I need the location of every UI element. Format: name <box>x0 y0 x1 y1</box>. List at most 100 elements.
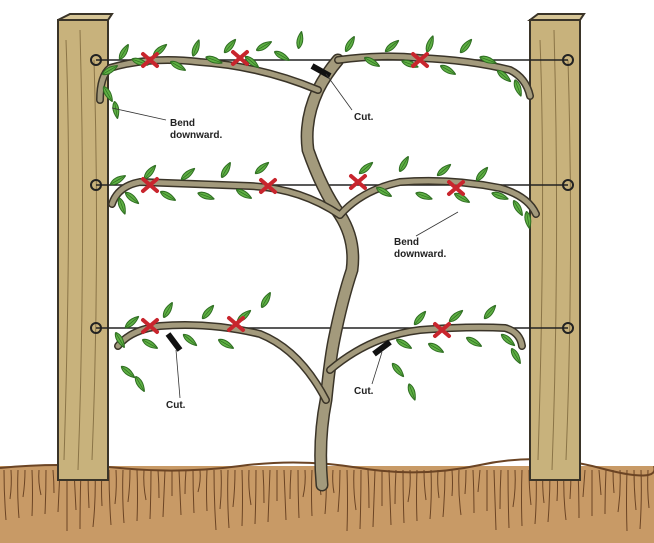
soil-root-line <box>44 469 47 515</box>
leaf-icon <box>405 382 419 402</box>
leaf-icon <box>423 34 437 54</box>
soil-root-line <box>633 469 637 511</box>
soil-root-line <box>213 469 217 531</box>
soil-root-line <box>402 469 405 524</box>
bend-label-middle: Bend downward. <box>394 237 446 260</box>
soil-root-line <box>458 469 462 516</box>
soil-root-line <box>254 469 257 525</box>
soil-root-line <box>114 469 117 505</box>
soil-root-line <box>17 469 20 519</box>
soil-root-line <box>332 469 335 494</box>
soil-root-line <box>337 469 341 513</box>
leaf-icon <box>394 336 414 352</box>
soil-root-line <box>297 469 300 519</box>
soil-root-line <box>38 469 42 496</box>
tree-branch <box>114 321 330 404</box>
soil-root-line <box>31 469 33 517</box>
soil-root-line <box>367 469 370 509</box>
soil-root-line <box>512 469 516 508</box>
soil-root-line <box>311 469 313 517</box>
soil-root-line <box>219 469 222 510</box>
soil-root-line <box>423 469 427 501</box>
leaf-icon <box>389 360 407 380</box>
leaf-icon <box>189 38 203 58</box>
soil-root-line <box>451 469 453 497</box>
tree-branch <box>327 324 525 373</box>
cut-label-bottom-left: Cut. <box>166 400 186 411</box>
soil-root-line <box>52 469 55 494</box>
soil-root-line <box>472 469 475 514</box>
soil-root-line <box>149 469 152 520</box>
leaf-icon <box>295 30 305 50</box>
soil-root-line <box>612 469 615 494</box>
soil-root-line <box>372 469 376 528</box>
leaf-icon <box>426 340 446 356</box>
leaf-icon <box>115 196 129 216</box>
soil-root-line <box>197 469 201 493</box>
red-tie-icon <box>433 322 451 338</box>
leaf-icon <box>473 164 491 184</box>
leaf-icon <box>434 161 454 179</box>
leaf-icon <box>199 302 217 322</box>
label-leaders <box>111 73 459 399</box>
soil-root-line <box>192 469 195 514</box>
leaf-icon <box>438 62 458 78</box>
soil-root-line <box>598 469 602 496</box>
soil-root-line <box>108 469 112 526</box>
soil-root-line <box>626 469 628 532</box>
soil-root-line <box>353 469 357 511</box>
soil-root-line <box>388 469 392 526</box>
soil-root-line <box>416 469 418 522</box>
leaf-icon <box>411 308 429 328</box>
leaf-icon <box>356 159 376 177</box>
soil-root-line <box>241 469 243 527</box>
leaf-icon <box>122 189 142 207</box>
soil-root-line <box>464 469 467 495</box>
red-tie-icon <box>227 316 245 332</box>
soil-root-line <box>477 469 481 493</box>
soil-root-line <box>22 469 26 498</box>
soil-root-line <box>262 469 265 504</box>
red-tie-icon <box>447 180 465 196</box>
leaf-icon <box>160 300 176 320</box>
soil-root-line <box>122 469 125 524</box>
eye-bolt-icon <box>90 54 574 334</box>
leaf-icon <box>111 100 121 120</box>
red-tie-icon <box>349 174 367 190</box>
red-tie-icon <box>231 50 249 66</box>
soil-root-line <box>507 469 510 529</box>
soil-root-line <box>302 469 306 498</box>
red-tie-icon <box>259 178 277 194</box>
leaf-icon <box>457 36 475 56</box>
soil-root-line <box>127 469 131 503</box>
leaf-icon <box>272 48 292 64</box>
leaf-icon <box>132 374 148 394</box>
leaf-icon <box>382 37 402 55</box>
soil-root-line <box>136 469 138 522</box>
leaf-icon <box>216 336 236 352</box>
leaf-icon <box>252 159 272 177</box>
soil-root-line <box>162 469 166 518</box>
soil-root-line <box>521 469 523 527</box>
leaf-icon <box>258 290 274 310</box>
leaf-icon <box>158 188 178 204</box>
cut-label-top: Cut. <box>354 112 374 123</box>
tree-trunk <box>96 52 540 492</box>
soil-root-line <box>407 469 411 503</box>
soil-root-line <box>442 469 446 518</box>
soil-root-line <box>582 469 586 498</box>
right-post <box>527 13 586 481</box>
leaf-icon <box>180 331 200 349</box>
soil-root-line <box>184 469 187 495</box>
soil-root-line <box>3 469 7 521</box>
red-tie-icon <box>141 318 159 334</box>
soil-root-line <box>346 469 348 532</box>
leaf-icon <box>481 302 499 322</box>
soil-root-line <box>232 469 236 508</box>
soil-root-line <box>206 469 208 512</box>
tree-branch <box>337 178 539 218</box>
leaf-icon <box>218 160 234 180</box>
leaf-icon <box>196 189 216 203</box>
leaf-icon <box>396 154 412 174</box>
